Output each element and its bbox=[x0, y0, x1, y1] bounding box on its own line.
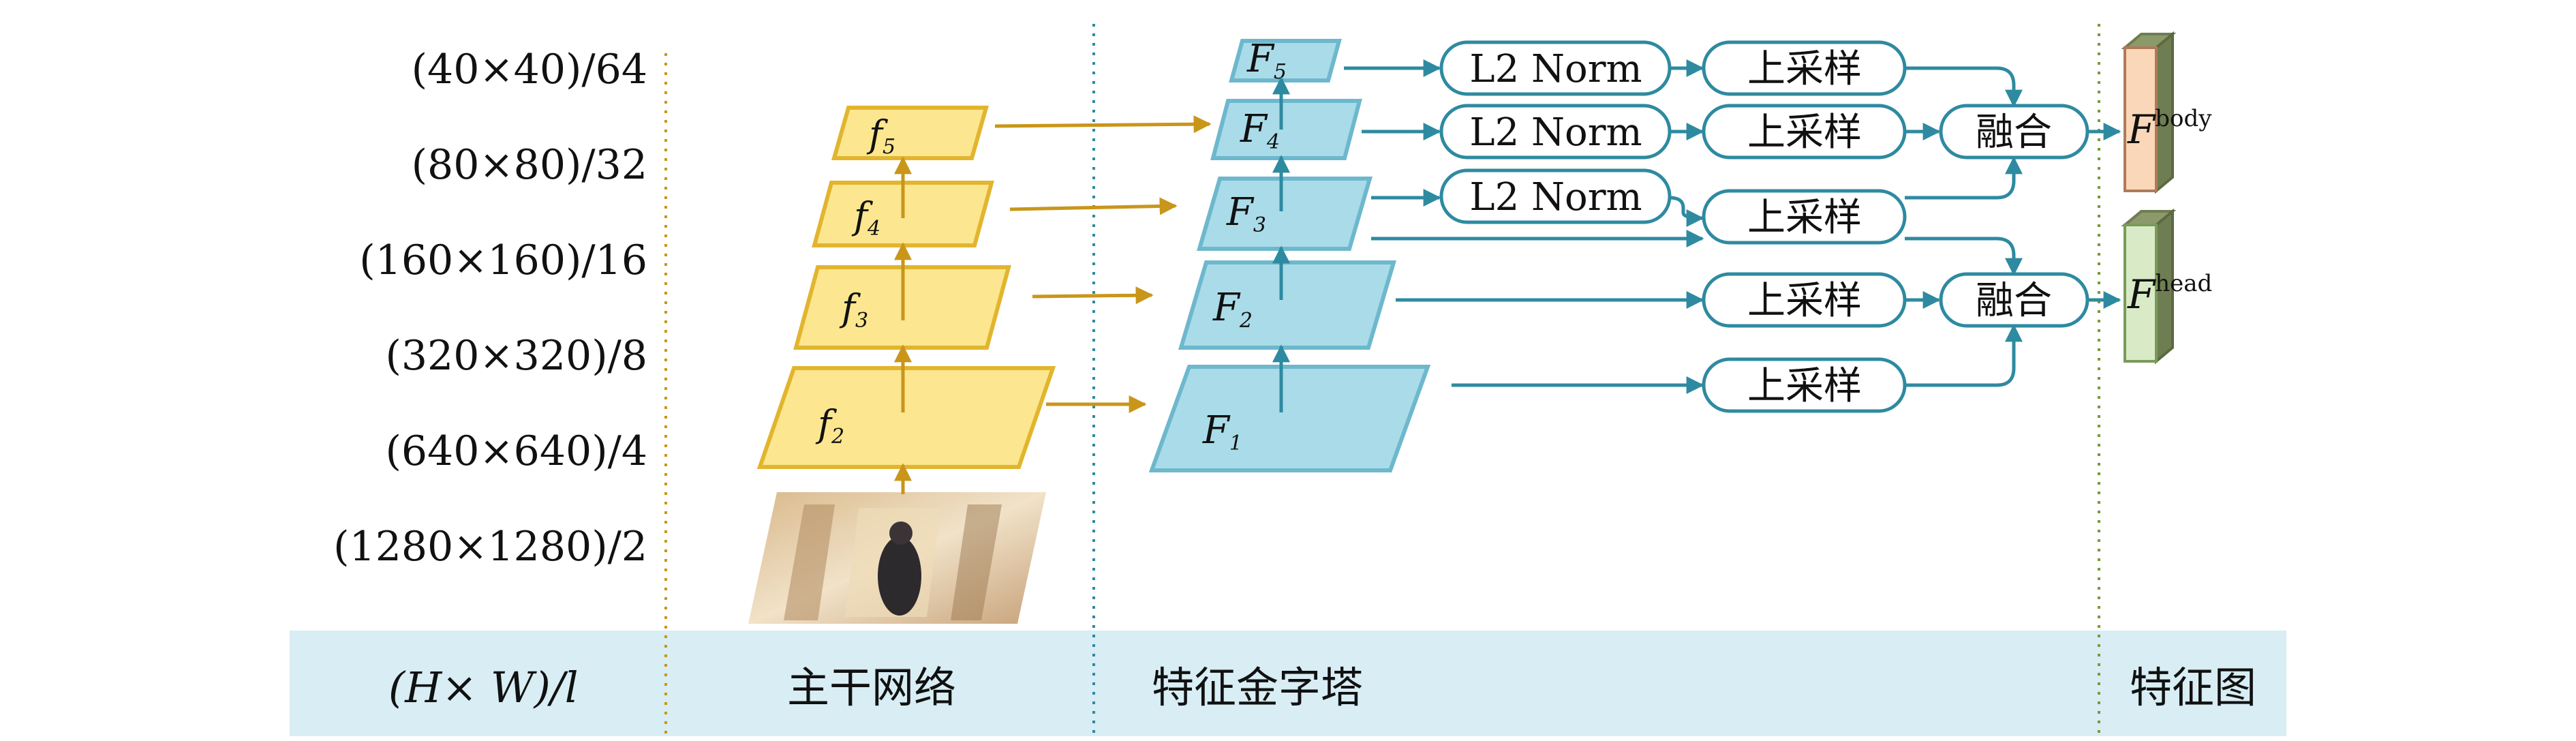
upsample-box-5 bbox=[1702, 357, 1907, 413]
scale-label-160: (160×160)/16 bbox=[359, 237, 647, 284]
upsample-box-4 bbox=[1702, 272, 1907, 328]
upsample-box-3 bbox=[1702, 189, 1907, 245]
footer-band bbox=[290, 631, 2286, 736]
scale-label-640: (640×640)/4 bbox=[385, 427, 647, 475]
upsample-label-3: 上采样 bbox=[1747, 196, 1862, 240]
fuse-label-1: 融合 bbox=[1976, 110, 2052, 155]
conn-upsample3-fuse2 bbox=[1905, 237, 2023, 276]
conn-upsample5-fuse2 bbox=[1905, 324, 2023, 387]
upsample-label-4: 上采样 bbox=[1747, 279, 1862, 323]
conn-l2norm3-upsample3 bbox=[1669, 196, 1704, 227]
l2norm-label-1: L2 Norm bbox=[1469, 47, 1642, 91]
pyramid-layer-F5 bbox=[1229, 39, 1342, 82]
scale-label-320: (320×320)/8 bbox=[385, 332, 647, 380]
output-label-body: Fbody bbox=[2127, 105, 2212, 153]
l2norm-label-3: L2 Norm bbox=[1469, 175, 1642, 220]
scale-label-1280: (1280×1280)/2 bbox=[333, 523, 647, 571]
l2norm-label-2: L2 Norm bbox=[1469, 110, 1642, 155]
backbone-layer-f2 bbox=[756, 366, 1056, 469]
upsample-label-1: 上采样 bbox=[1747, 47, 1862, 91]
scale-label-40: (40×40)/64 bbox=[412, 46, 647, 93]
conn-upsample3-fuse1 bbox=[1905, 156, 2023, 200]
pyramid-layer-F1 bbox=[1148, 365, 1431, 472]
l2norm-box-3 bbox=[1439, 168, 1672, 224]
output-label-head: Fhead bbox=[2127, 270, 2212, 318]
pyramid-layer-F3 bbox=[1197, 177, 1373, 251]
footer-axis-label: (H× W)/l bbox=[388, 663, 579, 712]
fuse-label-2: 融合 bbox=[1976, 279, 2052, 323]
backbone-layer-f5 bbox=[831, 106, 989, 160]
body-feature-cuboid bbox=[2121, 31, 2177, 194]
l2norm-box-2 bbox=[1439, 104, 1672, 160]
scale-label-80: (80×80)/32 bbox=[412, 141, 647, 189]
lateral-f5-F4 bbox=[994, 115, 1212, 134]
upsample-box-2 bbox=[1702, 104, 1907, 160]
lateral-f3-F2 bbox=[1032, 286, 1154, 305]
footer-pyramid-label: 特征金字塔 bbox=[1152, 663, 1363, 712]
backbone-label-f5: f5 bbox=[866, 112, 895, 159]
input-image bbox=[748, 492, 1046, 624]
upsample-label-5: 上采样 bbox=[1747, 364, 1862, 408]
fuse-box-2 bbox=[1939, 272, 2089, 328]
head-feature-cuboid bbox=[2121, 208, 2177, 365]
l2norm-box-1 bbox=[1439, 40, 1672, 96]
pyramid-layer-F2 bbox=[1178, 260, 1397, 350]
fuse-box-1 bbox=[1939, 104, 2089, 160]
pyramid-layer-F4 bbox=[1210, 99, 1362, 160]
conn-upsample1-fuse1 bbox=[1905, 66, 2023, 108]
footer-featuremap-label: 特征图 bbox=[2130, 663, 2256, 712]
lateral-f4-F3 bbox=[1009, 197, 1178, 215]
upsample-box-1 bbox=[1702, 40, 1907, 96]
upsample-label-2: 上采样 bbox=[1747, 110, 1862, 155]
footer-backbone-label: 主干网络 bbox=[787, 663, 956, 712]
